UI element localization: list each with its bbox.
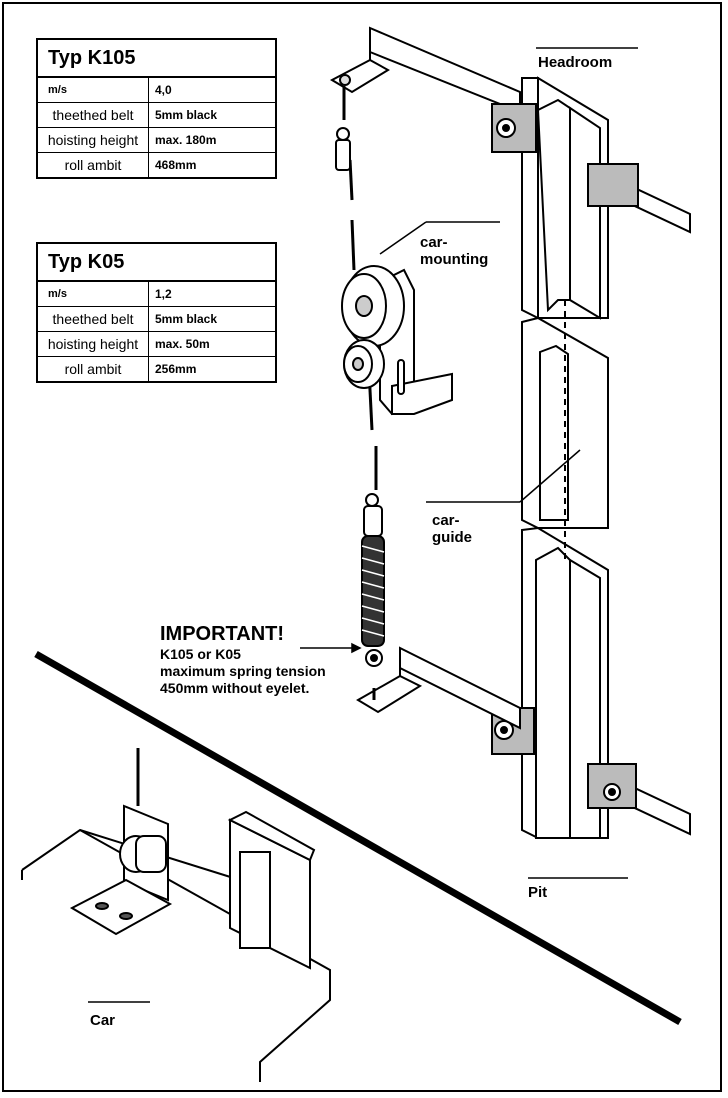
- row-label: theethed belt: [36, 306, 149, 332]
- row-label: roll ambit: [36, 152, 149, 179]
- car-guide-rail: [521, 76, 609, 839]
- belt-clamp-upper: [335, 127, 351, 171]
- row-label: roll ambit: [36, 356, 149, 383]
- row-value: 5mm black: [148, 102, 277, 128]
- row-value: max. 50m: [148, 331, 277, 357]
- label-car-guide: car- guide: [432, 512, 472, 546]
- label-car-mounting: car- mounting: [420, 234, 488, 268]
- top-bracket: [329, 26, 521, 114]
- bottom-bracket: [356, 646, 521, 730]
- important-line: 450mm without eyelet.: [160, 680, 310, 696]
- row-label: m/s: [36, 280, 149, 307]
- row-label: m/s: [36, 76, 149, 103]
- row-value: 256mm: [148, 356, 277, 383]
- important-heading: IMPORTANT!: [160, 623, 285, 645]
- label-headroom: Headroom: [538, 54, 613, 71]
- table-title: Typ K05: [36, 242, 277, 282]
- row-value: 468mm: [148, 152, 277, 179]
- car-outline: [21, 748, 331, 1082]
- row-value: 4,0: [148, 76, 277, 103]
- row-label: theethed belt: [36, 102, 149, 128]
- table-title: Typ K105: [36, 38, 277, 78]
- label-line: car-: [432, 512, 460, 529]
- label-line: mounting: [420, 251, 489, 268]
- label-pit: Pit: [528, 884, 548, 901]
- label-line: car-: [420, 234, 448, 251]
- row-label: hoisting height: [36, 127, 149, 153]
- tension-spring: [361, 493, 385, 667]
- row-value: max. 180m: [148, 127, 277, 153]
- section-divider: [34, 650, 682, 1026]
- important-line: maximum spring tension: [160, 663, 326, 679]
- row-value: 1,2: [148, 280, 277, 307]
- label-line: guide: [432, 529, 472, 546]
- right-brackets: [587, 163, 691, 836]
- row-label: hoisting height: [36, 331, 149, 357]
- car-mounting-pulleys: [341, 265, 453, 416]
- important-note: IMPORTANT! K105 or K05 maximum spring te…: [160, 622, 326, 697]
- label-car: Car: [90, 1012, 116, 1029]
- row-value: 5mm black: [148, 306, 277, 332]
- important-line: K105 or K05: [160, 646, 241, 662]
